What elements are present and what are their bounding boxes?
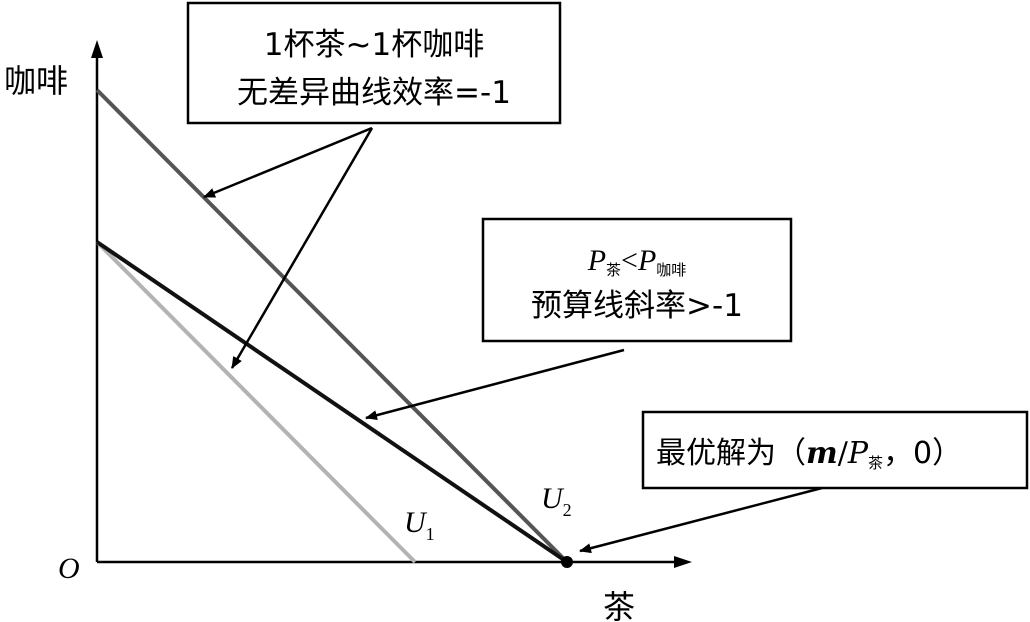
x-axis-arrow-icon: [674, 556, 692, 568]
u1-label: U1: [404, 506, 435, 544]
optimum-note-box: 最优解为（m/P茶，0）: [641, 410, 1029, 490]
indifference-note-line2: 无差异曲线效率=-1: [237, 75, 511, 111]
budget-slope-note: 预算线斜率>-1: [531, 288, 743, 324]
optimum-note: 最优解为（m/P茶，0）: [656, 436, 962, 472]
indifference-curve-u2: [95, 88, 569, 564]
axes: [91, 40, 692, 568]
origin-label: O: [58, 552, 80, 585]
y-axis-label: 咖啡: [4, 62, 68, 100]
indifference-note-box: 1杯茶~1杯咖啡 无差异曲线效率=-1: [186, 1, 562, 125]
optimum-point: [561, 556, 573, 568]
price-note-box: P茶<P咖啡 预算线斜率>-1: [481, 217, 793, 343]
indifference-curve-u1: [95, 240, 417, 564]
x-axis-label: 茶: [603, 588, 635, 622]
u2-label: U2: [541, 482, 572, 520]
arrow-to-u1: [230, 127, 374, 369]
arrow-to-optimum: [579, 486, 823, 554]
indifference-note-line1: 1杯茶~1杯咖啡: [264, 27, 484, 63]
budget-line: [95, 240, 569, 564]
arrow-to-budget-line: [365, 348, 625, 421]
price-relation: P茶<P咖啡: [587, 244, 687, 279]
arrow-to-u2: [203, 126, 373, 199]
y-axis-arrow-icon: [91, 40, 103, 58]
